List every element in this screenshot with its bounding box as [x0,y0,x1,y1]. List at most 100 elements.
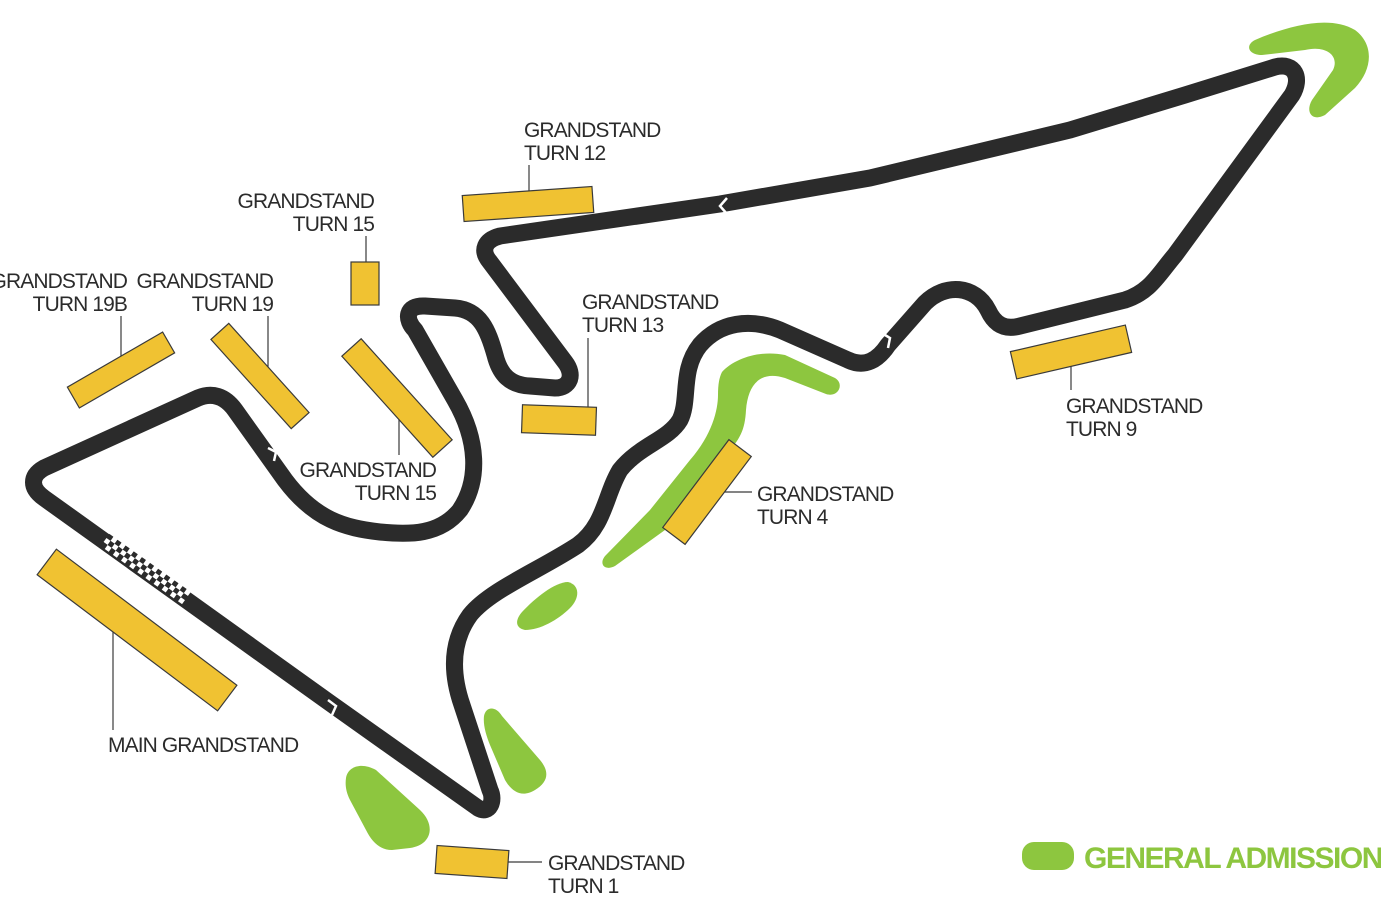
label-turn-15-lower-line2: TURN 15 [355,482,436,505]
checker-square [159,571,167,579]
label-main-grandstand: MAIN GRANDSTAND [108,734,299,757]
label-turn-4-line2: TURN 4 [757,506,829,529]
label-turn-9-line2: TURN 9 [1066,418,1137,441]
start-finish-line [100,533,191,605]
checker-square [152,572,160,580]
legend-swatch-general-admission [1022,842,1074,870]
label-turn-15-upper-line1: GRANDSTAND [238,190,375,213]
label-turn-19-line2: TURN 19 [192,293,273,316]
legend-label-general-admission: GENERAL ADMISSION [1084,842,1381,875]
checker-square [156,575,164,583]
direction-chevron-icon [327,699,338,716]
legend: GENERAL ADMISSION [1022,842,1381,875]
checker-square [177,597,185,605]
checker-square [139,557,146,565]
grandstand-turn-15-lower[interactable] [340,337,454,459]
checker-square [137,568,145,576]
checker-square [130,551,138,559]
direction-chevron-icon [718,197,728,215]
label-turn-12-line1: GRANDSTAND [524,119,661,142]
grandstand-turn-19[interactable] [210,322,310,430]
grandstand-main[interactable] [36,548,238,712]
label-turn-19b-line2: TURN 19B [33,293,127,316]
checker-square [120,556,128,564]
checker-square [155,568,163,576]
ga-area-turn11[interactable] [1249,22,1369,118]
grandstand-turn-13[interactable] [520,404,598,436]
checker-square [164,581,172,589]
grandstand-turn-4[interactable] [661,438,753,546]
direction-chevron-icon [879,330,892,349]
checker-square [147,562,155,570]
checker-square [122,545,130,553]
grandstand-turn-15-upper[interactable] [350,261,380,306]
checker-square [127,555,135,563]
label-turn-1-line1: GRANDSTAND [548,852,685,875]
label-turn-13-line1: GRANDSTAND [582,291,719,314]
ga-area-turn2[interactable] [483,708,547,794]
checker-square [132,558,140,566]
checker-square [123,552,131,560]
ga-area-turn1[interactable] [345,765,430,850]
checker-square [129,562,137,570]
checker-square [116,553,124,561]
checker-square [183,589,191,597]
checker-square [163,574,171,582]
checker-square [134,554,142,562]
grandstand-turn-12[interactable] [461,185,595,223]
checker-square [173,594,181,602]
checker-square [165,588,173,596]
general-admission-areas [345,22,1369,850]
grandstands [36,185,1133,880]
checker-square [100,542,108,550]
checker-square [107,540,115,548]
checker-square [108,547,116,555]
checker-square [160,578,168,586]
checker-square [176,590,184,598]
checker-square [112,550,120,558]
label-turn-13-line2: TURN 13 [582,314,663,337]
checker-square [169,591,177,599]
checker-square [141,571,149,579]
label-turn-12-line2: TURN 12 [524,142,605,165]
checker-square [143,560,151,567]
checker-square [168,584,176,592]
checker-square [140,564,148,572]
checker-square [172,587,180,595]
checker-square [145,573,153,581]
checker-square [106,533,114,541]
label-turn-1-line2: TURN 1 [548,875,619,898]
label-turn-4-line1: GRANDSTAND [757,483,894,506]
checker-square [144,566,152,574]
grandstand-turn-9[interactable] [1009,324,1133,380]
grandstand-turn-1[interactable] [434,844,510,880]
checker-square [151,565,159,573]
label-turn-15-lower-line1: GRANDSTAND [300,459,437,482]
checker-square [126,548,134,556]
label-turn-19-line1: GRANDSTAND [137,270,274,293]
checker-square [133,565,141,573]
label-turn-9-line1: GRANDSTAND [1066,395,1203,418]
ga-area-turn3[interactable] [517,582,578,630]
checker-square [111,543,119,551]
checker-square [179,586,187,594]
checker-square [115,546,123,554]
direction-chevron-icon [267,446,278,462]
checker-square [149,576,157,584]
checker-square [118,542,126,550]
checker-square [114,539,122,547]
checker-square [157,582,165,590]
checker-square [180,593,188,601]
checker-square [125,559,133,567]
ga-area-esses[interactable] [602,353,840,568]
label-turn-15-upper-line2: TURN 15 [293,213,374,236]
checker-square [161,585,169,593]
checker-square [104,544,112,552]
checker-square [119,549,127,557]
grandstand-turn-19b[interactable] [66,331,176,409]
checker-square [148,569,156,577]
checker-square [171,580,179,588]
checker-square [167,577,175,585]
label-turn-19b-line1: GRANDSTAND [0,270,128,293]
